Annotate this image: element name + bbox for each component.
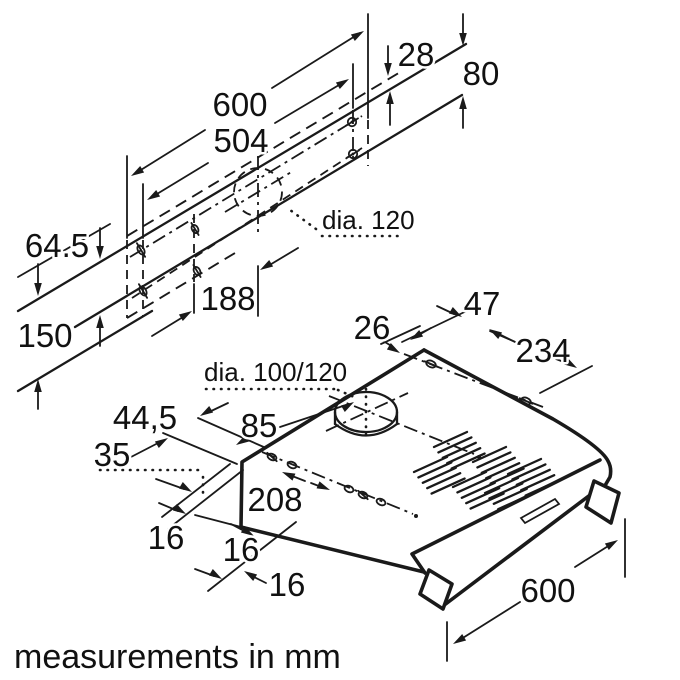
dim-80: 80 bbox=[459, 13, 502, 129]
foot-left bbox=[418, 568, 454, 611]
footer-note: measurements in mm bbox=[14, 638, 341, 676]
dim-44-5: 44,5 bbox=[110, 397, 229, 439]
screw-axis-lower bbox=[131, 147, 363, 299]
dia-120-label: dia. 120 bbox=[322, 205, 415, 235]
rear-screws bbox=[423, 359, 534, 406]
dim-label-234: 234 bbox=[515, 332, 570, 369]
dim-label-80: 80 bbox=[463, 55, 500, 92]
duct-centerline-ne bbox=[325, 392, 409, 432]
hood-isometric-view: 26 47 234 dia. 100/120 85 bbox=[91, 283, 626, 662]
wall-template-view: 600 504 28 80 bbox=[15, 13, 502, 410]
dim-label-85: 85 bbox=[241, 407, 278, 444]
screw-axis-upper bbox=[129, 115, 363, 258]
lower-edge bbox=[16, 309, 154, 393]
dim-28: 28 bbox=[384, 34, 437, 126]
dim-150: 150 bbox=[15, 315, 104, 410]
rear-screw-axis bbox=[403, 353, 544, 408]
duct-label-top: dia. 120 bbox=[284, 203, 417, 238]
dim-label-188: 188 bbox=[200, 280, 255, 317]
dim-label-16a: 16 bbox=[148, 519, 185, 556]
dim-85: 85 bbox=[236, 402, 354, 447]
dim-label-26: 26 bbox=[354, 309, 391, 346]
dim-208: 208 bbox=[245, 472, 330, 521]
dim-label-208: 208 bbox=[247, 481, 302, 518]
dim-label-16b: 16 bbox=[223, 531, 260, 568]
dim-label-28: 28 bbox=[398, 36, 435, 73]
dim-35: 35 bbox=[91, 434, 168, 476]
dim-188: 188 bbox=[151, 247, 299, 337]
dim-label-150: 150 bbox=[17, 317, 72, 354]
dim-47: 47 bbox=[436, 283, 520, 345]
duct-hole-circle bbox=[224, 167, 294, 217]
dim-label-600-top: 600 bbox=[212, 86, 267, 123]
vent-grille bbox=[412, 430, 560, 511]
dim-label-35: 35 bbox=[94, 436, 131, 473]
dim-234: 234 bbox=[489, 330, 577, 372]
mounting-keyholes bbox=[135, 116, 360, 299]
dim-label-504: 504 bbox=[213, 122, 268, 159]
dia-100-120-label: dia. 100/120 bbox=[204, 357, 347, 387]
keyhole-row-axis bbox=[261, 451, 414, 515]
handle bbox=[519, 497, 561, 525]
dim-600-bottom: 600 bbox=[446, 518, 626, 662]
dim-16-group: 16 16 16 bbox=[145, 478, 308, 606]
dim-label-44-5: 44,5 bbox=[113, 399, 177, 436]
duct-label-hood: dia. 100/120 bbox=[202, 355, 356, 399]
dim-504: 504 bbox=[147, 79, 349, 200]
dim-600-top: 600 bbox=[131, 31, 364, 176]
dim-label-47: 47 bbox=[464, 285, 501, 322]
hood-top-hidden-edge bbox=[126, 70, 403, 237]
dim-26: 26 bbox=[351, 307, 432, 353]
foot-right bbox=[584, 479, 621, 525]
hood-bottom-hidden-edge bbox=[126, 252, 236, 319]
keyhole-row bbox=[266, 451, 387, 507]
dim-label-64-5: 64.5 bbox=[25, 227, 89, 264]
dim-label-16c: 16 bbox=[269, 566, 306, 603]
dim-64-5: 64.5 bbox=[17, 223, 111, 296]
rail-top-edge bbox=[16, 42, 468, 313]
duct-collar bbox=[333, 390, 399, 437]
dim-label-600-bottom: 600 bbox=[520, 572, 575, 609]
hood-outline bbox=[239, 348, 613, 608]
